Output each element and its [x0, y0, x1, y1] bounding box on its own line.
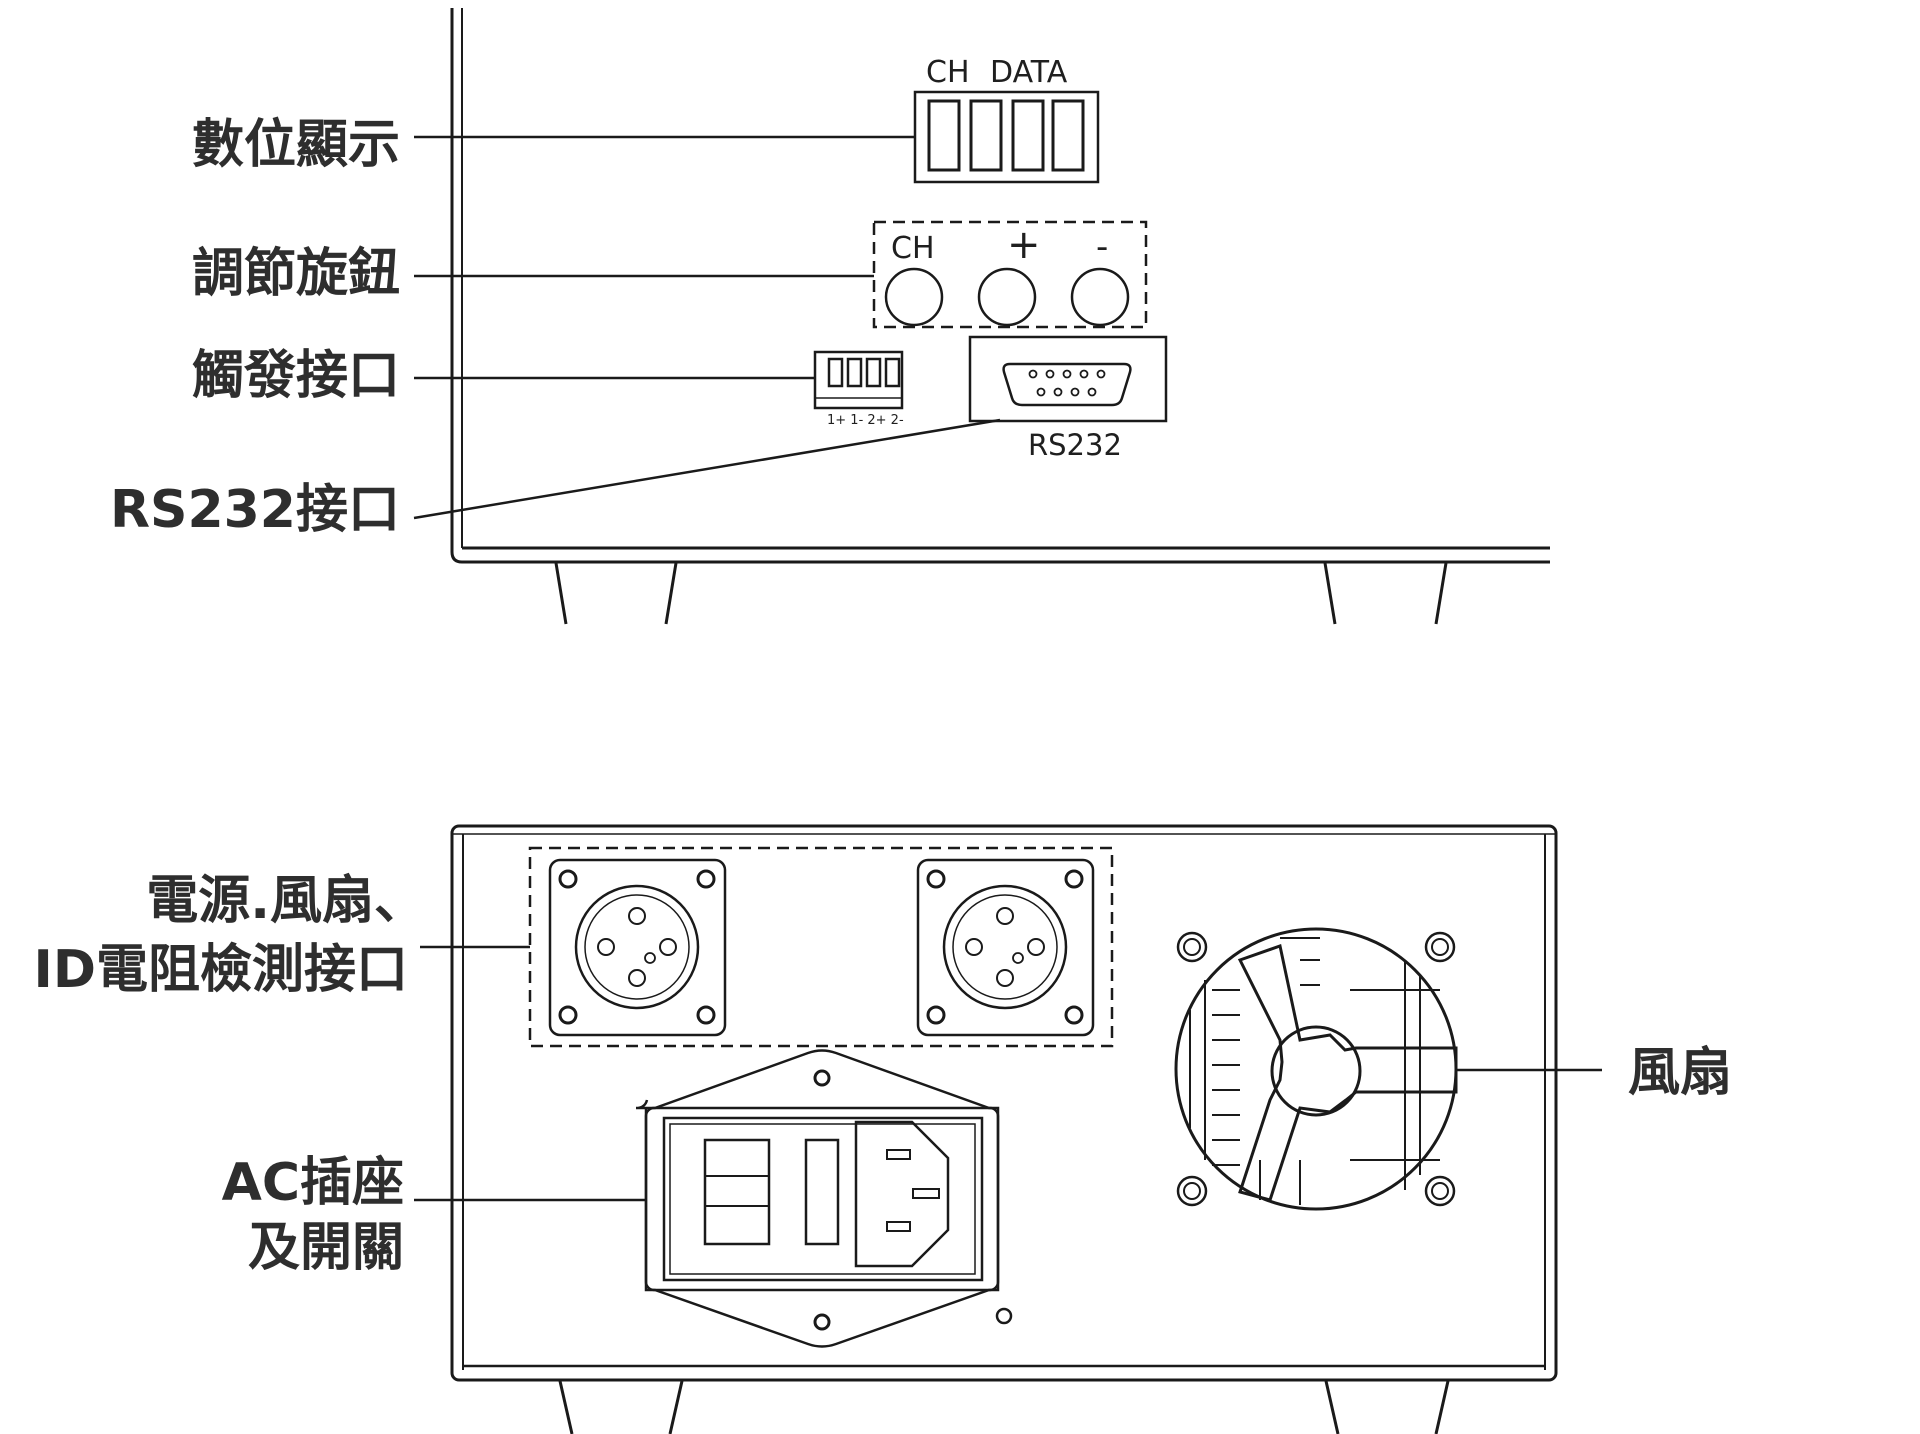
- callout-power-fan-id-line2: ID電阻檢測接口: [33, 940, 408, 1000]
- rs232-port: RS232: [968, 335, 1168, 462]
- front-panel: CH DATA CH + - 1+ 1- 2+ 2-: [110, 8, 1550, 625]
- power-switch[interactable]: [804, 1138, 840, 1246]
- callout-trigger-port: 觸發接口: [192, 346, 400, 406]
- knob-label-ch: CH: [891, 231, 935, 266]
- rear-housing-outline: [450, 824, 1558, 1382]
- display-header-ch: CH: [926, 55, 970, 90]
- trigger-pin-labels: 1+ 1- 2+ 2-: [827, 413, 904, 428]
- rear-leader-lines: [414, 945, 1602, 1202]
- knob-label-minus: -: [1096, 227, 1108, 267]
- fan-hub: [1270, 1025, 1362, 1117]
- connector-group-outline: [528, 846, 1114, 1048]
- fuse-holder[interactable]: [703, 1138, 771, 1246]
- rear-panel: 電源.風扇、 ID電阻檢測接口 AC插座 及開關 風扇: [33, 824, 1732, 1434]
- cooling-fan: [1174, 927, 1458, 1211]
- knob-ch[interactable]: [884, 267, 944, 327]
- callout-ac-socket-line2: 及開關: [248, 1218, 404, 1278]
- knob-plus[interactable]: [977, 267, 1037, 327]
- ground-screw: [995, 1307, 1013, 1325]
- ac-socket-switch: [635, 1049, 1000, 1348]
- display-header-data: DATA: [990, 55, 1068, 90]
- callout-digital-display: 數位顯示: [192, 115, 400, 175]
- knob-minus[interactable]: [1070, 267, 1130, 327]
- trigger-terminal: 1+ 1- 2+ 2-: [813, 350, 904, 428]
- front-leader-lines: [413, 135, 1001, 520]
- rs232-panel-label: RS232: [1028, 428, 1122, 462]
- callout-rs232-port: RS232接口: [110, 480, 400, 540]
- digital-display: CH DATA: [913, 55, 1100, 184]
- adjust-knobs: CH + -: [872, 220, 1148, 329]
- callout-fan: 風扇: [1628, 1043, 1732, 1103]
- rear-legs: [558, 1380, 1450, 1434]
- front-legs: [554, 562, 1448, 625]
- iec-inlet[interactable]: [854, 1120, 950, 1268]
- knob-label-plus: +: [1007, 222, 1041, 268]
- aviation-connector-right: [916, 858, 1095, 1037]
- aviation-connector-left: [548, 858, 727, 1037]
- front-housing-outline: [450, 8, 1550, 564]
- callout-ac-socket-line1: AC插座: [222, 1153, 404, 1213]
- callout-adjust-knob: 調節旋鈕: [192, 244, 400, 304]
- callout-power-fan-id-line1: 電源.風扇、: [146, 871, 426, 931]
